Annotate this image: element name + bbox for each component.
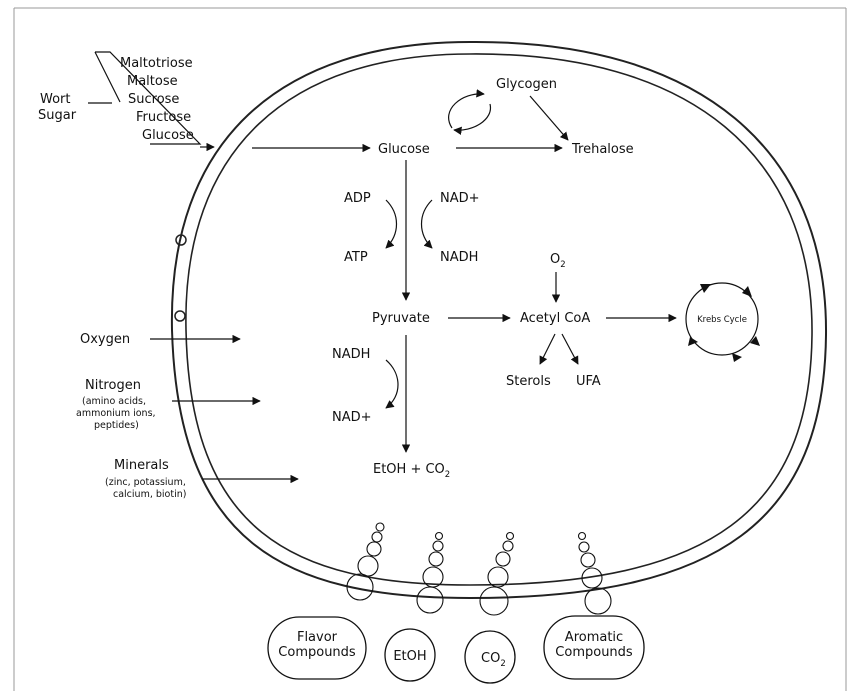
o2-base: O: [550, 252, 560, 267]
krebs-cycle-circle: [685, 282, 759, 356]
acetyl-to-sterols-arrow: [539, 333, 556, 365]
krebs-arrowhead-1: [700, 284, 711, 293]
cell-wall-inner: [185, 53, 813, 586]
acetyl-to-ufa-arrow: [561, 333, 579, 365]
sugar-maltotriose: Maltotriose: [120, 56, 193, 71]
wort-subtitle: Sugar: [38, 108, 77, 123]
o2-subscript: 2: [560, 260, 565, 270]
etoh-co2-base: EtOH + CO: [373, 462, 445, 477]
glycogen-to-glucose-arrow: [453, 103, 491, 136]
nitrogen-detail-3: peptides): [94, 420, 139, 431]
flavor-label-2: Compounds: [278, 645, 356, 660]
aromatic-label-1: Aromatic: [565, 630, 623, 645]
output-co2: [464, 630, 516, 684]
membrane-bud-2: [174, 310, 186, 322]
co2-subscript: 2: [500, 659, 505, 669]
sugar-glucose: Glucose: [142, 128, 194, 143]
node-acetyl-coa: Acetyl CoA: [520, 311, 590, 326]
node-sterols: Sterols: [506, 374, 551, 389]
minerals-detail-2: calcium, biotin): [113, 489, 186, 500]
etoh-bubble-chain: [416, 531, 444, 614]
etoh-output-label: EtOH: [393, 649, 426, 664]
cell-wall-outer: [170, 40, 828, 600]
aromatic-label-2: Compounds: [555, 645, 633, 660]
input-minerals: Minerals: [114, 458, 169, 473]
nadh-to-nad-arrow: [385, 359, 399, 409]
adp-to-atp-arrow: [385, 199, 398, 249]
sugar-sucrose: Sucrose: [128, 92, 179, 107]
wort-title: Wort: [40, 92, 71, 107]
co2-bubble-chain: [479, 531, 515, 616]
output-etoh: [384, 628, 436, 682]
glucose-to-glycogen-arrow: [448, 89, 485, 129]
co2-output-label: CO2: [481, 651, 506, 669]
node-nadh-bottom: NADH: [332, 347, 370, 362]
node-nad-plus-top: NAD+: [440, 191, 480, 206]
nitrogen-detail-1: (amino acids,: [82, 396, 146, 407]
node-glycogen: Glycogen: [496, 77, 557, 92]
output-aromatic-compounds: [543, 615, 645, 680]
node-etoh-co2: EtOH + CO2: [373, 462, 450, 480]
node-nadh-top: NADH: [440, 250, 478, 265]
aromatic-bubble-chain: [577, 531, 612, 615]
glycogen-to-trehalose-arrow: [529, 95, 569, 141]
nad-to-nadh-arrow: [420, 199, 433, 249]
krebs-arrowhead-4: [732, 353, 742, 362]
minerals-detail-1: (zinc, potassium,: [105, 477, 186, 488]
etoh-co2-subscript: 2: [445, 470, 450, 480]
node-trehalose: Trehalose: [571, 142, 634, 157]
flavor-bubble-chain: [346, 522, 385, 601]
node-krebs-cycle: Krebs Cycle: [697, 315, 747, 325]
node-glucose: Glucose: [378, 142, 430, 157]
krebs-arrowhead-3: [750, 336, 760, 346]
node-ufa: UFA: [576, 374, 601, 389]
krebs-arrowhead-5: [688, 337, 698, 346]
co2-base: CO: [481, 651, 500, 666]
input-nitrogen: Nitrogen: [85, 378, 141, 393]
node-nad-plus-bottom: NAD+: [332, 410, 372, 425]
output-flavor-compounds: [267, 616, 367, 680]
input-oxygen: Oxygen: [80, 332, 130, 347]
sugar-fructose: Fructose: [136, 110, 191, 125]
krebs-arrowhead-2: [742, 286, 752, 297]
node-o2: O2: [550, 252, 566, 270]
node-atp: ATP: [344, 250, 368, 265]
node-pyruvate: Pyruvate: [372, 311, 430, 326]
membrane-bud-1: [175, 234, 187, 246]
wort-bracket: [95, 51, 202, 145]
flavor-label-1: Flavor: [297, 630, 338, 645]
node-adp: ADP: [344, 191, 371, 206]
sugar-maltose: Maltose: [127, 74, 178, 89]
wort-bracket-diag: [94, 51, 121, 103]
nitrogen-detail-2: ammonium ions,: [76, 408, 156, 419]
